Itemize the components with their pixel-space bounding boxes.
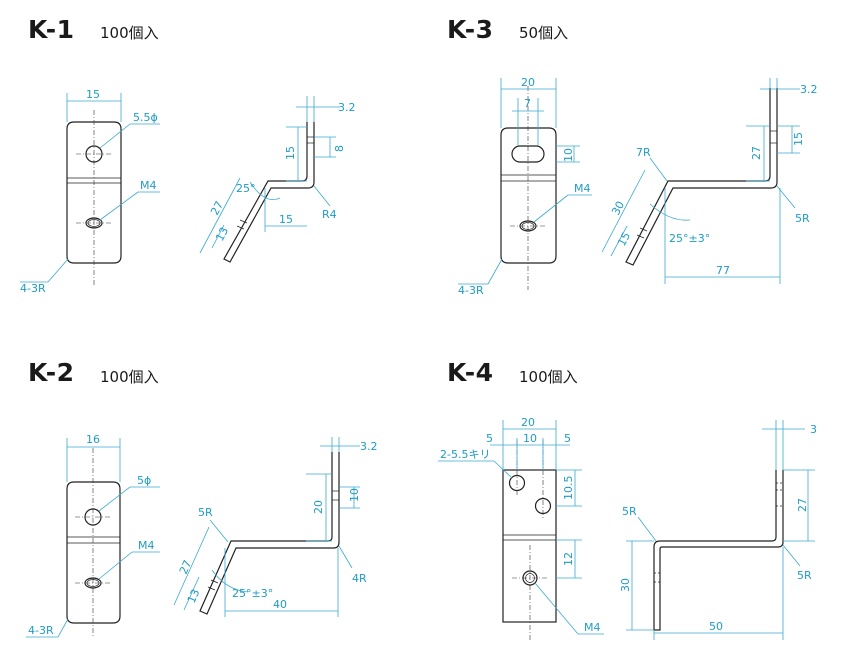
k4-upper-length-label: 27 bbox=[796, 498, 809, 512]
k1-base-length-label: 15 bbox=[279, 213, 293, 226]
k1-drawing: 15 5.5ϕ M4 4-3R 3.2 bbox=[20, 88, 356, 295]
k3-tap-label: M4 bbox=[574, 182, 591, 195]
k3-corner-label: 4-3R bbox=[458, 284, 484, 297]
k3-base-length-label: 77 bbox=[716, 264, 730, 277]
k2-angle-label: 25°±3° bbox=[232, 587, 273, 600]
k4-thickness-label: 3 bbox=[810, 423, 817, 436]
k2-thickness-label: 3.2 bbox=[360, 440, 378, 453]
part-quantity-k2: 100個入 bbox=[100, 368, 159, 386]
k2-bend-radius-2-label: 4R bbox=[352, 572, 367, 585]
k2-upper-length-label: 20 bbox=[312, 500, 325, 514]
k1-thickness-label: 3.2 bbox=[338, 101, 356, 114]
k4-side-profile bbox=[653, 470, 784, 631]
k1-width-label: 15 bbox=[86, 88, 100, 101]
k2-arm-hole-label: 13 bbox=[185, 587, 203, 605]
k2-tap-label: M4 bbox=[138, 539, 155, 552]
k1-angle-label: 25° bbox=[236, 182, 256, 195]
k1-arm-length-label: 27 bbox=[208, 199, 226, 217]
k2-side-profile bbox=[199, 452, 340, 615]
k1-upper-hole-label: 8 bbox=[333, 145, 346, 152]
part-quantity-k4: 100個入 bbox=[519, 368, 578, 386]
k4-drawing: 20 5 10 5 2-5.5キリ 10.5 12 M4 bbox=[438, 416, 817, 640]
k2-upper-hole-label: 10 bbox=[348, 488, 361, 502]
k3-drawing: 20 7 10 M4 4-3R bbox=[458, 76, 818, 297]
k4-bend-radius-2-label: 5R bbox=[797, 569, 812, 582]
k2-arm-length-label: 27 bbox=[177, 558, 195, 576]
k1-arm-hole-label: 13 bbox=[213, 225, 231, 243]
k3-arm-hole-label: 15 bbox=[615, 230, 633, 248]
k3-angle-label: 25°±3° bbox=[669, 232, 710, 245]
k2-width-label: 16 bbox=[86, 433, 100, 446]
k4-edge-right-label: 5 bbox=[564, 432, 571, 445]
k3-upper-length-label: 27 bbox=[750, 146, 763, 160]
part-quantity-k3: 50個入 bbox=[519, 24, 569, 42]
part-title-k3: K-3 bbox=[447, 15, 494, 44]
k4-tap-position-label: 12 bbox=[562, 552, 575, 566]
k3-thickness-label: 3.2 bbox=[800, 83, 818, 96]
k3-side-profile bbox=[625, 88, 778, 266]
k4-base-length-label: 50 bbox=[709, 620, 723, 633]
k4-tap-label: M4 bbox=[584, 621, 601, 634]
k2-drawing: 16 5ϕ M4 4-3R 3.2 bbox=[26, 433, 378, 638]
k4-hole-pitch-label: 10.5 bbox=[562, 476, 575, 501]
k1-hole bbox=[85, 145, 103, 163]
k4-side-length-label: 30 bbox=[619, 578, 632, 592]
k1-corner-label: 4-3R bbox=[20, 282, 46, 295]
k4-bend-radius-1-label: 5R bbox=[622, 505, 637, 518]
k1-hole-label: 5.5ϕ bbox=[133, 111, 158, 124]
k4-plate-outline bbox=[502, 469, 557, 623]
k3-slot-length-label: 10 bbox=[562, 148, 575, 162]
k3-slot-width-label: 7 bbox=[524, 97, 531, 110]
k4-edge-left-label: 5 bbox=[486, 432, 493, 445]
k1-upper-length-label: 15 bbox=[284, 146, 297, 160]
k2-bend-radius-1-label: 5R bbox=[198, 506, 213, 519]
k2-base-length-label: 40 bbox=[273, 598, 287, 611]
k3-bend-radius-1-label: 7R bbox=[636, 146, 651, 159]
k4-holes-label: 2-5.5キリ bbox=[440, 448, 490, 461]
k3-arm-length-label: 30 bbox=[609, 199, 627, 217]
k3-slot bbox=[511, 145, 545, 163]
k1-tap-label: M4 bbox=[140, 179, 157, 192]
k2-corner-label: 4-3R bbox=[28, 624, 54, 637]
k4-width-label: 20 bbox=[521, 416, 535, 429]
k3-width-label: 20 bbox=[521, 76, 535, 89]
part-title-k2: K-2 bbox=[28, 358, 75, 387]
k1-bend-radius-label: R4 bbox=[322, 208, 337, 221]
k2-hole-label: 5ϕ bbox=[137, 474, 151, 487]
k3-bend-radius-2-label: 5R bbox=[795, 212, 810, 225]
k2-plate-outline bbox=[66, 481, 121, 624]
part-quantity-k1: 100個入 bbox=[100, 24, 159, 42]
part-title-k4: K-4 bbox=[447, 358, 494, 387]
k3-upper-hole-label: 15 bbox=[792, 132, 805, 146]
part-title-k1: K-1 bbox=[28, 15, 75, 44]
k1-side-profile bbox=[223, 122, 315, 263]
k3-plate-outline bbox=[500, 127, 557, 264]
k1-plate-outline bbox=[66, 121, 122, 264]
k4-pitch-label: 10 bbox=[523, 432, 537, 445]
